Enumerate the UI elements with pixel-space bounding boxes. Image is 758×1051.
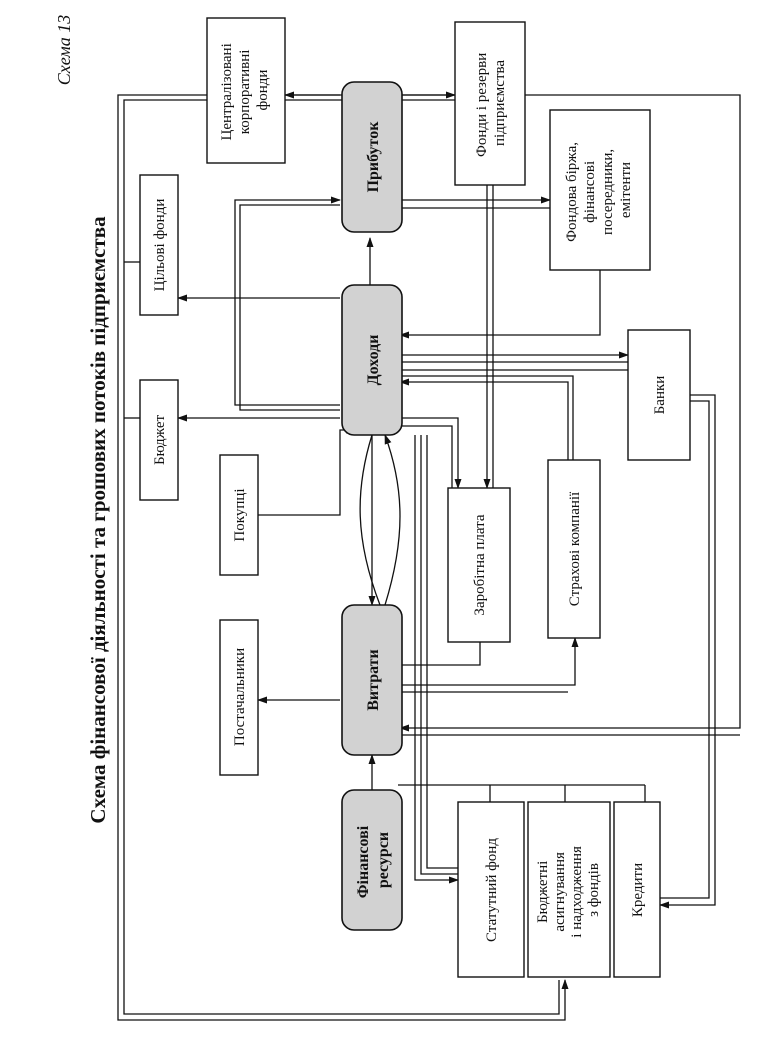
figure-label: Схема 13 [54, 15, 74, 86]
node-label: Статутний фонд [484, 838, 500, 942]
banks-to-credits-line-2 [660, 400, 710, 899]
node-label: Банки [652, 376, 668, 415]
node-budget-allocations: Бюджетні асигнування і надходження з фон… [527, 801, 611, 978]
node-label: Фінансові ресурси [355, 822, 392, 898]
node-buyers: Покупці [219, 454, 259, 576]
node-label: Постачальники [232, 648, 248, 746]
expenses-to-insurance-line [400, 637, 579, 686]
node-income: Доходи [341, 284, 403, 436]
node-label: Доходи [365, 335, 382, 386]
node-centralized-funds: Централізовані корпоративні фонди [206, 17, 286, 164]
income-loop-line-2 [239, 204, 340, 411]
node-charter-fund: Статутний фонд [457, 801, 525, 978]
income-to-wages-line-2 [400, 425, 453, 488]
node-label: Фонди і резерви підприємства [474, 49, 508, 157]
income-loop-line [234, 196, 341, 406]
node-enterprise-funds: Фонди і резерви підприємства [454, 21, 526, 186]
node-target-funds: Цільові фонди [139, 174, 179, 316]
reserves-to-expenses-line [399, 94, 741, 732]
node-label: Фондова біржа, фінансові посередники, ем… [564, 138, 634, 242]
insurance-to-income-line [399, 378, 569, 460]
node-label: Кредити [630, 863, 646, 917]
income-to-charter-line-3 [426, 435, 458, 869]
node-label: Заробітна плата [472, 514, 488, 615]
node-insurance: Страхові компанії [547, 459, 601, 639]
expenses-to-income-curve [384, 434, 401, 606]
node-label: Бюджет [152, 415, 168, 466]
node-budget: Бюджет [139, 379, 179, 501]
node-label: Витрати [365, 649, 382, 711]
nodes: Фінансові ресурси Витрати Доходи Прибуто… [139, 17, 691, 978]
expenses-to-wages-line [400, 642, 481, 666]
insurance-to-income-line-2 [400, 375, 574, 460]
exchange-to-income-line [399, 270, 601, 339]
node-label: Прибуток [365, 121, 382, 193]
banks-to-credits-line [659, 394, 716, 909]
node-banks: Банки [627, 329, 691, 461]
node-label: Централізовані корпоративні фонди [219, 39, 271, 140]
node-label: Страхові компанії [567, 491, 583, 606]
node-label: Цільові фонди [152, 199, 168, 292]
node-profit: Прибуток [341, 81, 403, 233]
node-stock-exchange: Фондова біржа, фінансові посередники, ем… [549, 109, 651, 271]
income-to-charter-line-2 [420, 435, 458, 875]
node-financial-resources: Фінансові ресурси [341, 789, 403, 931]
income-expenses-curve-2 [359, 434, 381, 606]
node-label: Бюджетні асигнування і надходження з фон… [535, 842, 602, 937]
income-to-charter-line [414, 435, 459, 884]
node-wages: Заробітна плата [447, 487, 511, 643]
buyers-to-income-line [258, 426, 356, 516]
income-to-wages-line [400, 417, 462, 489]
diagram-title: Схема фінансової діяльності та грошових … [86, 216, 110, 824]
node-suppliers: Постачальники [219, 619, 259, 776]
node-label: Покупці [232, 488, 248, 541]
node-expenses: Витрати [341, 604, 403, 756]
node-credits: Кредити [613, 801, 661, 978]
